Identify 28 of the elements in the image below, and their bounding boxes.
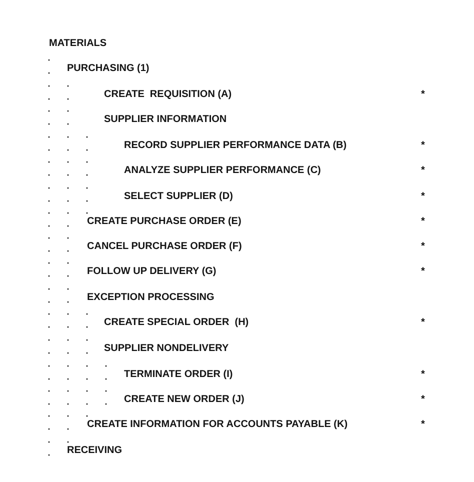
- asterisk-mark: *: [421, 165, 425, 177]
- asterisk-mark: *: [421, 317, 425, 329]
- outline-item: TERMINATE ORDER (I): [124, 369, 233, 381]
- outline-item: CREATE NEW ORDER (J): [124, 394, 244, 406]
- outline-item: SELECT SUPPLIER (D): [124, 191, 233, 203]
- asterisk-mark: *: [421, 266, 425, 278]
- outline-item: SUPPLIER NONDELIVERY: [104, 343, 229, 355]
- asterisk-mark: *: [421, 191, 425, 203]
- outline-item: MATERIALS: [49, 38, 107, 50]
- asterisk-mark: *: [421, 140, 425, 152]
- outline-item: RECORD SUPPLIER PERFORMANCE DATA (B): [124, 140, 347, 152]
- outline-item: FOLLOW UP DELIVERY (G): [87, 266, 216, 278]
- asterisk-mark: *: [421, 241, 425, 253]
- asterisk-mark: *: [421, 419, 425, 431]
- asterisk-mark: *: [421, 369, 425, 381]
- outline-item: CREATE SPECIAL ORDER (H): [104, 317, 249, 329]
- outline-item: CANCEL PURCHASE ORDER (F): [87, 241, 242, 253]
- outline-item: PURCHASING (1): [67, 63, 150, 75]
- outline-item: CREATE REQUISITION (A): [104, 89, 232, 101]
- asterisk-mark: *: [421, 216, 425, 228]
- outline-item: CREATE INFORMATION FOR ACCOUNTS PAYABLE (K): [87, 419, 348, 431]
- outline-item: SUPPLIER INFORMATION: [104, 114, 227, 126]
- asterisk-mark: *: [421, 89, 425, 101]
- outline-item: EXCEPTION PROCESSING: [87, 292, 214, 304]
- outline-item: CREATE PURCHASE ORDER (E): [87, 216, 242, 228]
- outline-item: ANALYZE SUPPLIER PERFORMANCE (C): [124, 165, 321, 177]
- outline-item: RECEIVING: [67, 445, 122, 457]
- asterisk-mark: *: [421, 394, 425, 406]
